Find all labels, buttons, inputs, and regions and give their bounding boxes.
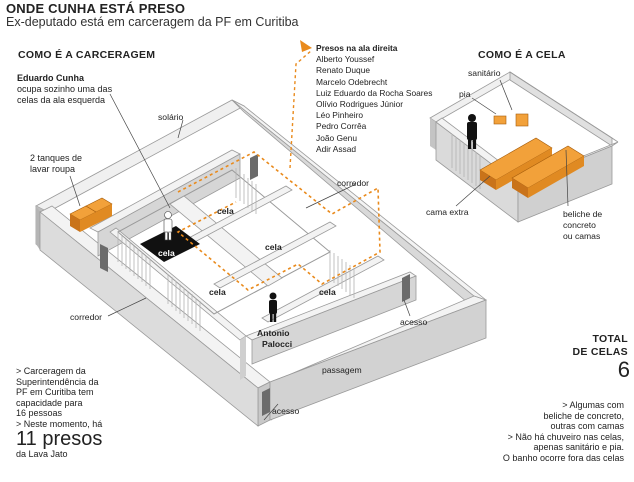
cunha-cell-label: cela: [158, 248, 175, 258]
door-left: [100, 244, 108, 272]
solario-label: solário: [158, 112, 184, 122]
cela-label: cela: [319, 287, 336, 297]
total-value: 6: [617, 357, 630, 382]
corredor-top-label: corredor: [337, 178, 369, 188]
note-line: O banho ocorre fora das celas: [502, 452, 624, 463]
note-line: > Não há chuveiro nas celas,: [507, 431, 624, 442]
notes-right: > Algumas com beliche de concreto, outra…: [503, 400, 624, 463]
total-label-2: DE CELAS: [572, 346, 628, 358]
note-line: beliche de concreto,: [543, 410, 624, 421]
cela-label: cela: [209, 287, 226, 297]
door-right: [402, 274, 410, 302]
cunha-note-1: ocupa sozinho uma das: [17, 84, 113, 94]
prisoner-name: Olívio Rodrigues Júnior: [316, 99, 404, 110]
palocci-label-1: Antonio: [257, 328, 290, 338]
page-subtitle: Ex-deputado está em carceragem da PF em …: [6, 15, 299, 29]
note-line: > Carceragem da: [16, 366, 86, 376]
note-line: apenas sanitário e pia.: [533, 442, 624, 452]
prisoners-heading: Presos na ala direita: [316, 43, 398, 53]
door-bottom: [262, 388, 270, 416]
presos-count: 11 presos: [16, 428, 103, 450]
cunha-cell-floor: [140, 226, 200, 262]
arrow-head: [300, 40, 312, 52]
tanques-label-1: 2 tanques de: [30, 153, 83, 163]
cunha-name: Eduardo Cunha: [17, 73, 84, 83]
prisoner-name: Marcelo Odebrecht: [316, 76, 388, 87]
door-top: [250, 154, 258, 180]
prisoner-name: Léo Pinheiro: [316, 110, 364, 121]
cunha-note-2: celas da ala esquerda: [17, 95, 106, 105]
tanques-label-2: lavar roupa: [30, 164, 76, 174]
cama-extra-label: cama extra: [426, 207, 469, 217]
cela-heading: COMO É A CELA: [478, 49, 566, 61]
beliche-label-2: concreto: [563, 220, 596, 230]
prisoner-name: Alberto Youssef: [316, 54, 375, 65]
carceragem-heading: COMO É A CARCERAGEM: [18, 49, 156, 61]
pia-label: pia: [459, 89, 471, 99]
acesso-bottom-label: acesso: [272, 406, 300, 416]
prisoner-name: Pedro Corrêa: [316, 121, 367, 132]
note-line: 16 pessoas: [16, 408, 63, 418]
total-label-1: TOTAL: [592, 333, 628, 345]
corredor-left-label: corredor: [70, 312, 102, 322]
prisoner-name: João Genu: [316, 132, 357, 143]
prisoner-name: Renato Duque: [316, 65, 371, 76]
person-cunha: [163, 211, 173, 241]
note-line: outras com camas: [550, 421, 624, 431]
note-line: > Neste momento, há: [16, 418, 103, 429]
note-line: > Algumas com: [562, 400, 624, 410]
notes-left: > Carceragem da Superintendência da PF e…: [16, 366, 102, 460]
person-palocci: [269, 292, 277, 322]
beliche-label-1: beliche de: [563, 209, 603, 219]
acesso-right-label: acesso: [400, 317, 428, 327]
prisoners-list: Presos na ala direita Alberto Youssef Re…: [316, 43, 432, 155]
beliche-label-3: ou camas: [563, 231, 601, 241]
note-line: da Lava Jato: [16, 449, 68, 459]
palocci-label-2: Palocci: [262, 339, 293, 349]
laundry-tanks: [69, 197, 113, 232]
prisoner-name: Adir Assad: [316, 143, 357, 154]
cell-diagram: [429, 71, 619, 223]
sanitario-label: sanitário: [468, 68, 501, 78]
prisoner-name: Luiz Eduardo da Rocha Soares: [316, 87, 433, 98]
cell-bars: [117, 168, 355, 331]
passagem-label: passagem: [322, 365, 362, 375]
page-title: ONDE CUNHA ESTÁ PRESO: [6, 1, 186, 16]
note-line: PF em Curitiba tem: [16, 387, 94, 397]
cela-label: cela: [217, 206, 234, 216]
leader-lines: [69, 93, 411, 421]
note-line: Superintendência da: [16, 376, 99, 387]
cela-label: cela: [265, 242, 282, 252]
note-line: capacidade para: [16, 397, 83, 408]
